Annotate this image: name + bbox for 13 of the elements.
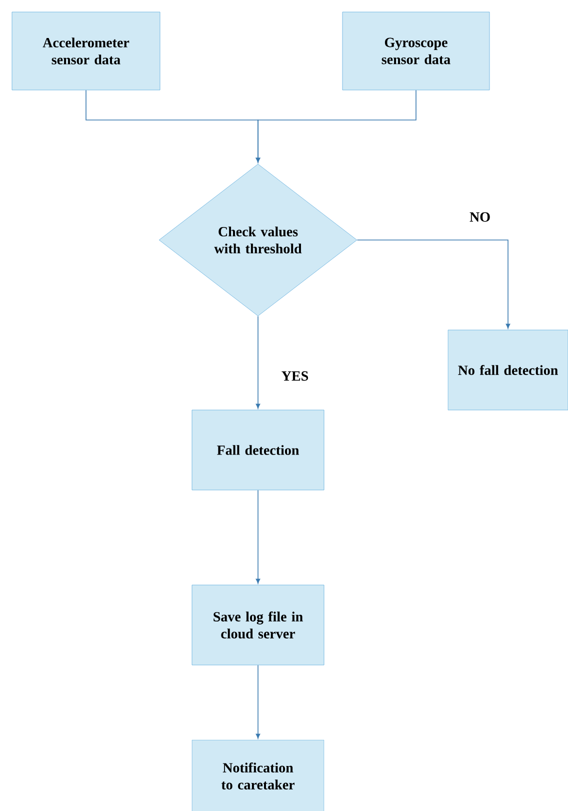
arrow <box>256 490 260 584</box>
process-box: Notification to caretaker <box>192 740 324 811</box>
process-box: Gyroscope sensor data <box>342 12 490 90</box>
process-box: Fall detection <box>192 410 324 490</box>
arrow <box>356 240 510 329</box>
arrow <box>256 664 260 739</box>
process-box: Save log file in cloud server <box>192 584 324 666</box>
edge-label: NO <box>470 212 490 222</box>
arrow <box>256 90 416 163</box>
process-box: Accelerometer sensor data <box>12 12 160 90</box>
edge-label: YES <box>282 371 308 381</box>
arrow <box>256 316 260 409</box>
process-box: No fall detection <box>448 330 568 410</box>
